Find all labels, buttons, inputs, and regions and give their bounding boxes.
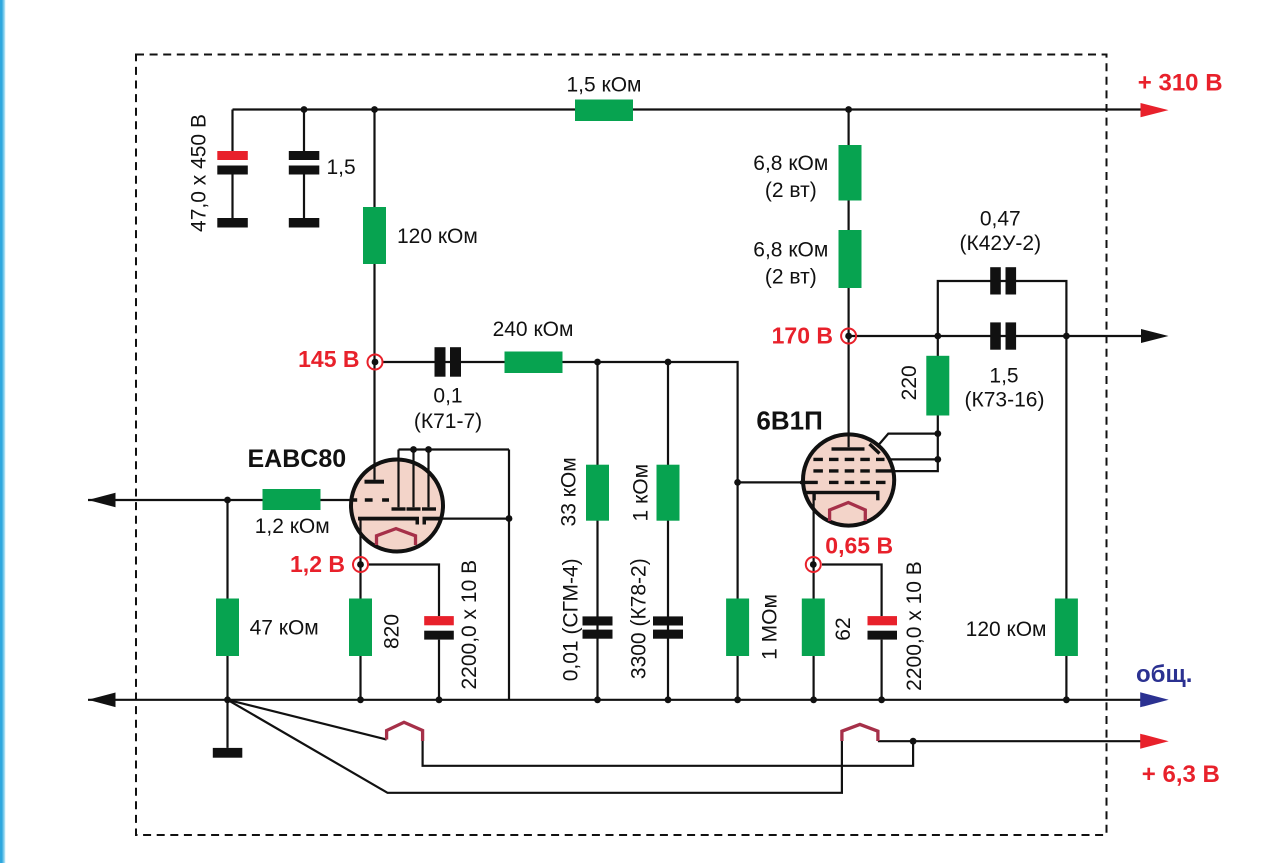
svg-text:0,47: 0,47: [980, 207, 1021, 230]
svg-text:47,0 х 450 В: 47,0 х 450 В: [188, 114, 211, 232]
svg-text:2200,0 х 10 В: 2200,0 х 10 В: [903, 561, 926, 691]
svg-text:общ.: общ.: [1136, 661, 1192, 688]
svg-text:33 кОм: 33 кОм: [558, 457, 581, 526]
svg-text:3300 (К78-2): 3300 (К78-2): [628, 558, 651, 679]
svg-text:1,5: 1,5: [327, 156, 356, 179]
svg-text:1,2 В: 1,2 В: [290, 551, 345, 577]
svg-text:220: 220: [898, 365, 921, 400]
svg-text:(К73-16): (К73-16): [965, 389, 1045, 412]
svg-text:0,01 (СГМ-4): 0,01 (СГМ-4): [560, 558, 583, 681]
svg-text:EABC80: EABC80: [248, 445, 347, 473]
svg-text:(2 вт): (2 вт): [765, 266, 817, 289]
svg-text:0,1: 0,1: [433, 385, 462, 408]
svg-text:145 В: 145 В: [298, 346, 359, 372]
svg-text:1,5: 1,5: [989, 365, 1018, 388]
svg-text:62: 62: [832, 617, 855, 640]
svg-text:1 кОм: 1 кОм: [629, 464, 652, 521]
svg-text:820: 820: [380, 614, 403, 649]
svg-text:+ 6,3 В: + 6,3 В: [1142, 761, 1220, 788]
svg-text:120 кОм: 120 кОм: [397, 225, 478, 248]
svg-text:(К42У-2): (К42У-2): [960, 232, 1042, 255]
svg-text:0,65 В: 0,65 В: [825, 533, 893, 559]
svg-text:1,5 кОм: 1,5 кОм: [567, 74, 642, 97]
svg-text:240 кОм: 240 кОм: [493, 318, 574, 341]
svg-text:170 В: 170 В: [772, 323, 833, 349]
svg-text:(К71-7): (К71-7): [414, 410, 482, 433]
svg-text:47 кОм: 47 кОм: [250, 616, 319, 639]
svg-text:(2 вт): (2 вт): [765, 179, 817, 202]
svg-text:+ 310 В: + 310 В: [1138, 70, 1223, 97]
svg-text:6В1П: 6В1П: [756, 406, 822, 436]
svg-text:2200,0 х 10 В: 2200,0 х 10 В: [458, 560, 481, 690]
svg-text:6,8 кОм: 6,8 кОм: [753, 152, 828, 175]
svg-text:120 кОм: 120 кОм: [966, 618, 1047, 641]
svg-text:1,2 кОм: 1,2 кОм: [255, 515, 330, 538]
svg-text:1 МОм: 1 МОм: [759, 594, 782, 660]
svg-text:6,8 кОм: 6,8 кОм: [753, 239, 828, 262]
